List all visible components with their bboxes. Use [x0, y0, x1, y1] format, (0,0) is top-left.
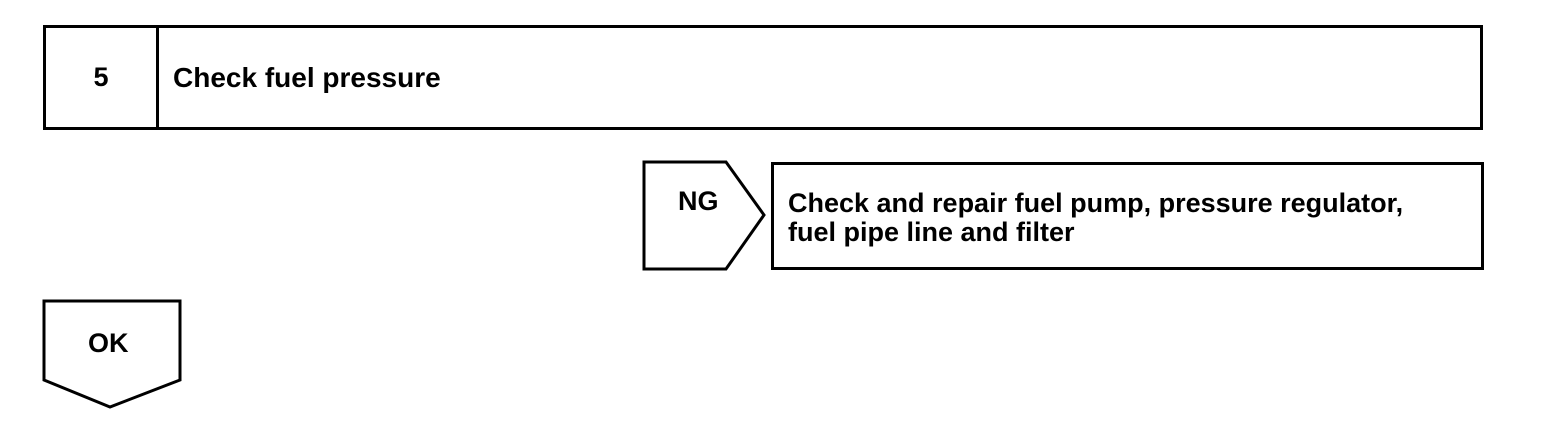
step-box: 5 Check fuel pressure — [43, 25, 1483, 130]
step-title: Check fuel pressure — [173, 61, 441, 93]
ng-label: NG — [678, 186, 719, 216]
ng-action-box: Check and repair fuel pump, pressure reg… — [771, 162, 1484, 270]
step-number: 5 — [46, 28, 159, 127]
ng-pentagon — [642, 160, 766, 271]
ng-action-line-2: fuel pipe line and filter — [788, 217, 1075, 247]
ok-pentagon — [42, 299, 182, 409]
ok-label: OK — [88, 328, 129, 358]
ng-action-line-1: Check and repair fuel pump, pressure reg… — [788, 188, 1404, 218]
